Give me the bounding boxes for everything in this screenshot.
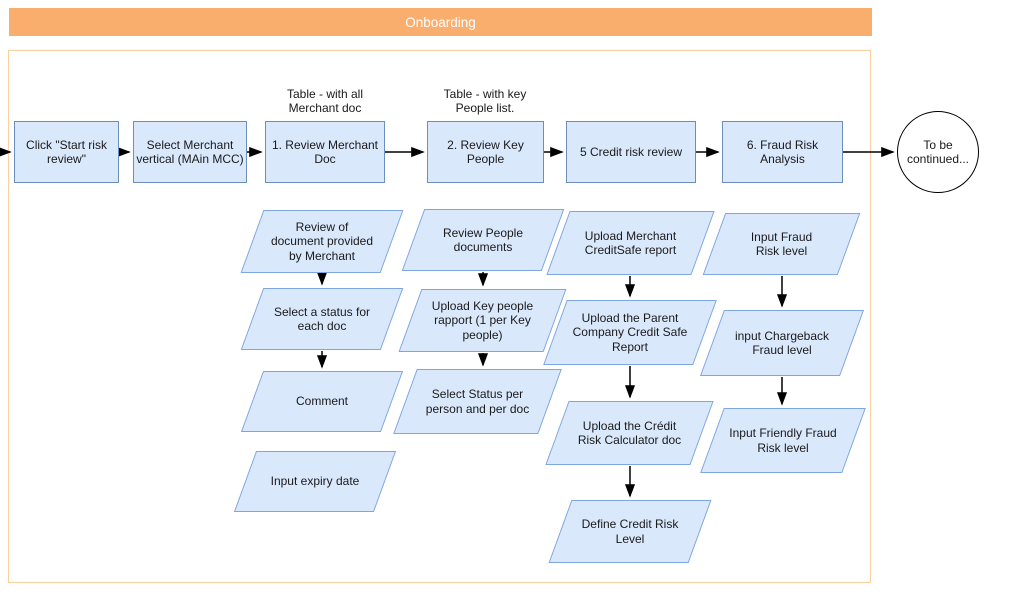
- annotation-key-people-table: Table - with key People list.: [443, 87, 527, 116]
- terminator-to-be-continued: To be continued...: [897, 111, 979, 193]
- step-review-key-people: 2. Review Key People: [427, 121, 544, 183]
- io-upload-merchant-creditsafe: Upload Merchant CreditSafe report: [546, 211, 715, 275]
- io-review-people-documents: Review People documents: [401, 209, 565, 271]
- io-upload-key-people-rapport: Upload Key people rapport (1 per Key peo…: [398, 289, 567, 352]
- step-credit-risk-review: 5 Credit risk review: [566, 121, 696, 183]
- io-input-chargeback-fraud-level: input Chargeback Fraud level: [699, 310, 865, 376]
- annotation-merchant-doc-table: Table - with all Merchant doc: [286, 87, 364, 116]
- io-select-status-per-person: Select Status per person and per doc: [393, 369, 562, 434]
- io-input-fraud-risk-level: Input Fraud Risk level: [702, 213, 861, 275]
- io-input-friendly-fraud-risk-level: Input Friendly Fraud Risk level: [700, 408, 866, 473]
- diagram-title: Onboarding: [405, 14, 476, 30]
- flow-container: [8, 50, 871, 583]
- diagram-title-bar: Onboarding: [9, 8, 872, 36]
- io-define-credit-risk-level: Define Credit Risk Level: [548, 500, 712, 563]
- io-review-of-document: Review of document provided by Merchant: [240, 210, 404, 273]
- io-upload-credit-risk-calculator: Upload the Crédit Risk Calculator doc: [545, 401, 714, 465]
- step-fraud-risk-analysis: 6. Fraud Risk Analysis: [722, 121, 843, 183]
- step-click-start-risk-review: Click "Start risk review": [14, 121, 119, 183]
- io-comment: Comment: [240, 371, 404, 432]
- io-select-status-each-doc: Select a status for each doc: [240, 288, 404, 350]
- io-upload-parent-company-creditsafe: Upload the Parent Company Credit Safe Re…: [543, 300, 717, 365]
- step-select-merchant-vertical: Select Merchant vertical (MAin MCC): [133, 121, 247, 183]
- step-review-merchant-doc: 1. Review Merchant Doc: [265, 121, 385, 183]
- io-input-expiry-date: Input expiry date: [233, 451, 397, 512]
